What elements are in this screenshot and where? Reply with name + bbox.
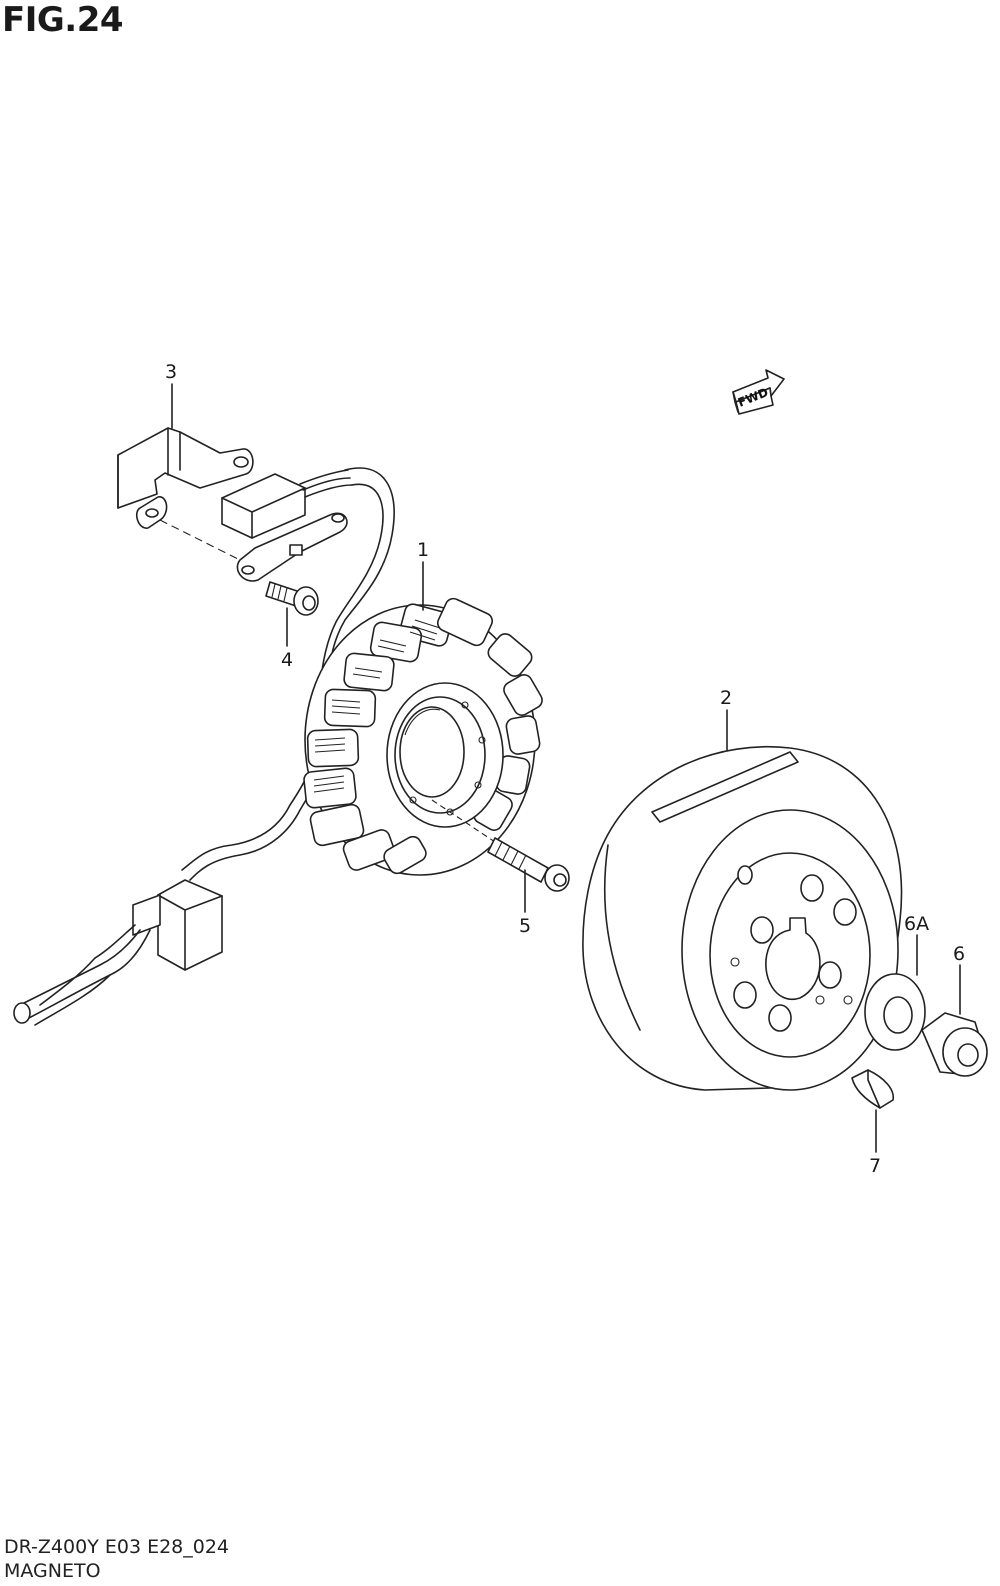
section-name: MAGNETO <box>4 1560 101 1582</box>
figure-title: FIG.24 <box>2 0 124 40</box>
part-7-key <box>851 1069 894 1109</box>
part-1-stator <box>303 597 543 876</box>
callout-6: 6 <box>953 943 965 965</box>
callout-7: 7 <box>869 1155 881 1177</box>
callout-1: 1 <box>417 539 429 561</box>
callout-5: 5 <box>519 915 531 937</box>
part-6a-washer <box>864 973 926 1051</box>
callout-6a: 6A <box>904 913 929 935</box>
fwd-arrow-icon: FWD <box>732 369 785 415</box>
part-4-screw <box>265 581 319 616</box>
part-6-nut <box>921 1012 988 1077</box>
part-2-rotor <box>582 745 903 1091</box>
pulser-coil <box>221 469 353 582</box>
callout-leader-lines <box>171 383 961 1153</box>
part-5-bolt <box>431 799 570 892</box>
callout-2: 2 <box>720 687 732 709</box>
callout-3: 3 <box>165 361 177 383</box>
callout-4: 4 <box>281 649 293 671</box>
part-3-bracket <box>117 427 254 561</box>
model-code: DR-Z400Y E03 E28_024 <box>4 1536 230 1558</box>
